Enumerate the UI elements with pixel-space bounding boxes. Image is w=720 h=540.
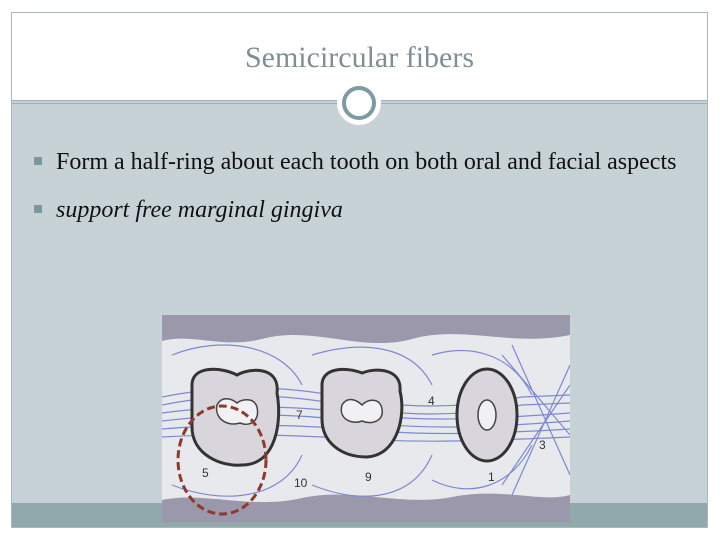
figure-label-3: 3 (539, 438, 546, 452)
slide-title: Semicircular fibers (244, 41, 475, 74)
figure-label-1: 1 (488, 470, 495, 484)
periodontal-fibers-illustration: 7 4 3 5 10 9 1 (162, 315, 570, 522)
figure-label-7: 7 (296, 408, 303, 422)
bullet-list: Form a half-ring about each tooth on bot… (32, 138, 692, 234)
decorative-ring-inner (342, 86, 376, 120)
lower-gingiva-band (162, 493, 570, 522)
figure-label-5: 5 (202, 466, 209, 480)
tooth-right-pulp (477, 399, 497, 431)
bullet-item-2: support free marginal gingiva (32, 186, 692, 234)
illustration-svg: 7 4 3 5 10 9 1 (162, 315, 570, 522)
bullet-item-1: Form a half-ring about each tooth on bot… (32, 138, 692, 186)
figure-label-10: 10 (294, 476, 308, 490)
decorative-ring-icon (337, 81, 381, 125)
semicircular-fiber-highlight (176, 404, 268, 516)
upper-gingiva-band (162, 315, 570, 344)
tooth-middle-pulp (340, 398, 383, 424)
figure-label-4: 4 (428, 394, 435, 408)
figure-label-9: 9 (365, 470, 372, 484)
